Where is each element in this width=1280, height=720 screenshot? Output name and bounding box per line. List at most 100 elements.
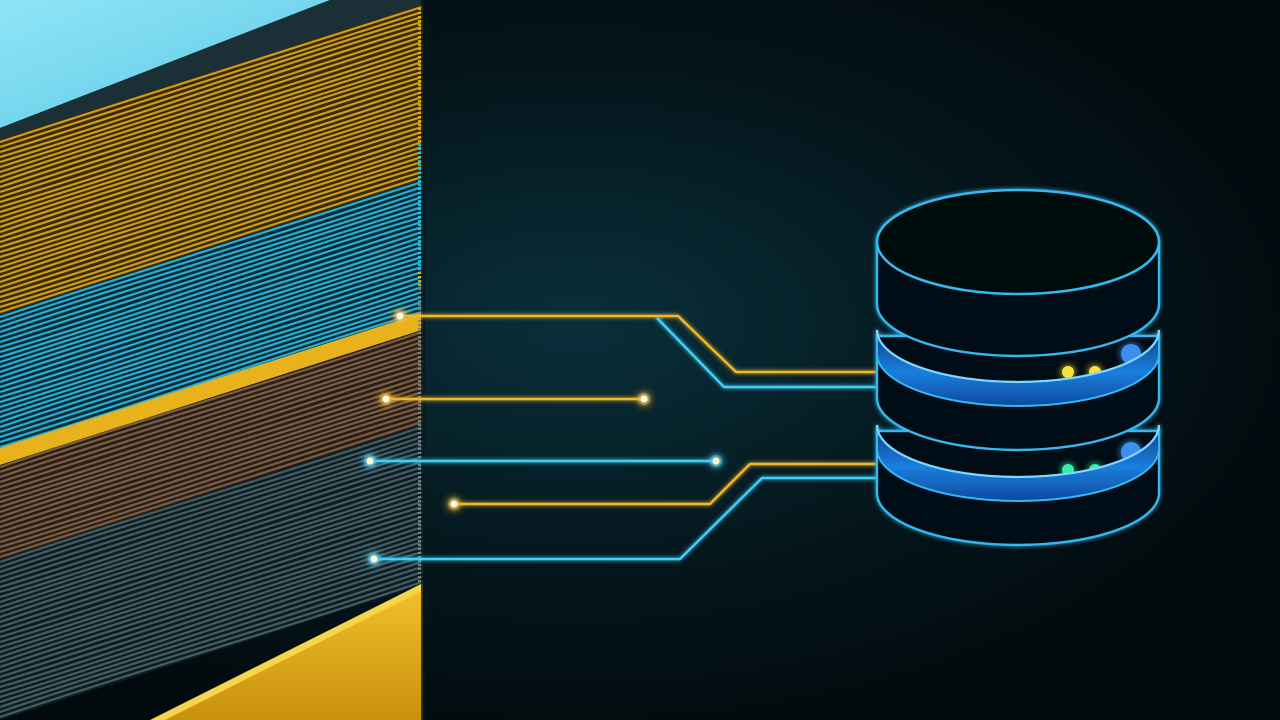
block-stripe [0,405,423,544]
block-edge-tick [418,160,423,162]
block-gold-base-edge [150,583,423,720]
block-stripe [0,305,423,444]
block-edge-tick [418,544,423,546]
block-stripe [0,30,423,169]
connector-line [454,462,878,506]
block-stripe [0,85,423,224]
block-top-face-right [0,0,423,140]
block-edge-tick [418,300,423,302]
block-edge-tick [418,548,423,550]
block-edge-tick [418,496,423,498]
block-edge-tick [418,216,423,218]
block-stripe [0,50,423,189]
block-edge-tick [418,48,423,50]
block-stripe [0,370,423,509]
block-edge-tick [418,168,423,170]
connector-4 [364,455,722,467]
block-stripe [0,155,423,294]
connector-node-core [450,500,458,508]
block-edge-tick [418,24,423,26]
block-stripe [0,330,423,469]
block-stripe [0,540,423,679]
block-edge-tick [418,108,423,110]
block-edge-tick [418,64,423,66]
block-stripe [0,515,423,654]
block-edge-tick [418,32,423,34]
block-stripe [0,270,423,409]
block-edge-tick [418,376,423,378]
block-edge-tick [418,580,423,582]
block-stripe [0,450,423,589]
block-stripe [0,285,423,424]
block-stripe [0,355,423,494]
block-stripe [0,560,423,699]
block-edge-tick [418,416,423,418]
block-edge-tick [418,204,423,206]
database-lid [875,188,1161,296]
block-stripe [0,215,423,354]
block-stripe [0,160,423,299]
block-edge-tick [418,352,423,354]
block-layer-1 [0,4,423,315]
block-edge-tick [418,232,423,234]
block-edge-tick [418,520,423,522]
block-edge-tick [418,228,423,230]
block-edge-tick [418,148,423,150]
block-stripe [0,10,423,149]
block-edge-tick [418,564,423,566]
block-edge-tick [418,444,423,446]
connector-3 [380,393,650,405]
block-stripe [0,360,423,499]
block-stripe [0,465,423,604]
connector-5 [448,462,878,510]
connector-node-core [640,395,648,403]
block-edge-tick [418,552,423,554]
connector-line [400,314,878,374]
block-stripe [0,435,423,574]
block-layer-solid [0,312,423,465]
block-edge-tick [418,92,423,94]
block-stripe [0,250,423,389]
block-stripe [0,375,423,514]
block-stripe [0,300,423,439]
block-edge-tick [418,12,423,14]
block-stripe [0,495,423,634]
block-edge-tick [418,96,423,98]
block-stripe [0,240,423,379]
block-stripe [0,140,423,279]
block-edge-tick [418,264,423,266]
block-edge-tick [418,28,423,30]
layer-stack-illustration [0,0,423,720]
block-stripe [0,295,423,434]
block-stripe [0,340,423,479]
block-stripe [0,455,423,594]
block-edge-tick [418,184,423,186]
block-stripe [0,280,423,419]
connector-2 [656,317,878,389]
block-edge-tick [418,284,423,286]
connector-6 [368,476,878,565]
block-edge-tick [418,100,423,102]
block-stripe [0,40,423,179]
block-stripe [0,490,423,629]
block-edge-tick [418,200,423,202]
block-edge-tick [418,288,423,290]
block-edge-tick [418,384,423,386]
block-stripe [0,395,423,534]
block-stripe [0,335,423,474]
block-stripe [0,100,423,239]
block-edge-tick [418,60,423,62]
block-edge-tick [418,52,423,54]
block-stripe [0,70,423,209]
block-edge-tick [418,116,423,118]
block-stripe [0,390,423,529]
block-edge-tick [418,556,423,558]
block-stripe [0,520,423,659]
block-edge-tick [418,360,423,362]
block-edge-tick [418,572,423,574]
block-edge-tick [418,420,423,422]
block-stripe [0,430,423,569]
block-stripe [0,345,423,484]
block-edge-tick [418,260,423,262]
block-edge-tick [418,476,423,478]
